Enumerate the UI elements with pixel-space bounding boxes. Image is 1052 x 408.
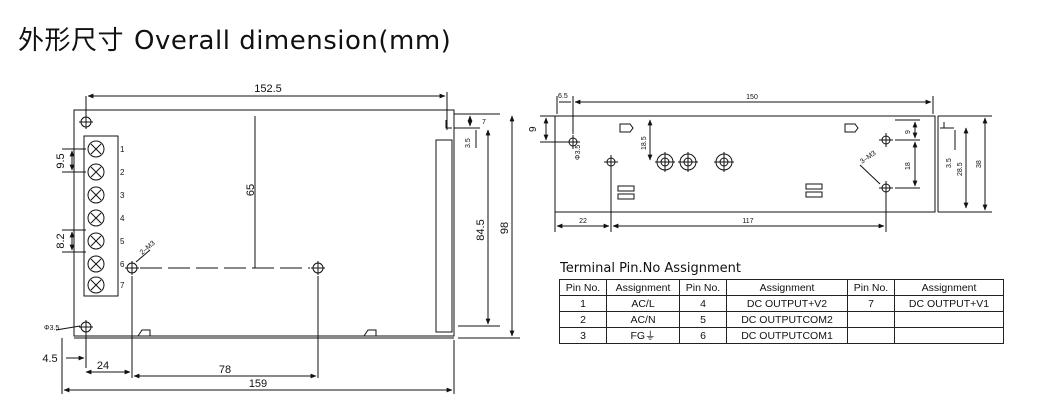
dim-side-v35: 3.5: [946, 158, 953, 168]
dim-pitch-b: 8.2: [55, 233, 67, 248]
table-header: Assignment: [894, 279, 1004, 296]
terminal-number: 6: [120, 260, 125, 269]
bottom-tab: [363, 329, 377, 337]
dim-width-top: 152.5: [254, 83, 282, 95]
table-header-row: Pin No. Assignment Pin No. Assignment Pi…: [559, 279, 1004, 296]
table-cell: DC OUTPUTCOM1: [726, 327, 848, 344]
dim-side-117: 117: [742, 218, 753, 225]
terminal-block: [83, 135, 119, 297]
right-bracket: [435, 139, 453, 333]
table-cell: [894, 311, 1004, 328]
screw-note-label: 2–M3: [139, 240, 157, 257]
dim-side-v285: 28.5: [957, 162, 964, 176]
dim-width-total: 159: [249, 378, 267, 390]
bottom-tab: [137, 329, 151, 337]
dim-depth-inner: 65: [245, 184, 257, 196]
terminal-screw: [87, 232, 105, 250]
page-title: 外形尺寸 Overall dimension(mm): [18, 20, 451, 57]
table-cell: AC/L: [606, 295, 680, 312]
title-english: Overall dimension(mm): [134, 26, 452, 56]
table-cell: 7: [847, 295, 895, 312]
front-outline: [73, 109, 455, 337]
pin-table-caption: Terminal Pin.No Assignment: [560, 261, 741, 276]
terminal-screws: [87, 140, 105, 294]
terminal-number: 5: [120, 237, 125, 246]
terminal-screw: [87, 163, 105, 181]
side-view: [554, 115, 939, 213]
table-cell: AC/N: [606, 311, 680, 328]
terminal-screw: [87, 255, 105, 273]
dim-side-length: 150: [746, 94, 758, 101]
terminal-number: 7: [120, 281, 125, 290]
dim-height-total: 98: [499, 222, 511, 234]
table-cell: DC OUTPUTCOM2: [726, 311, 848, 328]
dim-edge-35: 3.5: [465, 138, 472, 148]
table-header: Pin No.: [679, 279, 727, 296]
right-tab: [445, 120, 452, 129]
terminal-screw: [87, 140, 105, 158]
table-cell: 4: [679, 295, 727, 312]
side-hole-dia: Φ3.5: [575, 145, 582, 160]
terminal-number: 2: [120, 168, 125, 177]
table-header: Assignment: [726, 279, 848, 296]
dim-side-v18: 18: [905, 162, 912, 170]
side-screw-note: 3–M3: [859, 150, 877, 166]
dim-pitch-a: 9.5: [55, 153, 67, 168]
dim-side-offset: 6.5: [558, 93, 568, 100]
table-header: Pin No.: [847, 279, 895, 296]
side-notch: [619, 123, 634, 133]
dim-offset-x: 4.5: [42, 353, 57, 365]
table-cell: 2: [559, 311, 607, 328]
dim-span-78: 78: [219, 364, 231, 376]
terminal-number: 3: [120, 191, 125, 200]
table-row: 2 AC/N 5 DC OUTPUTCOM2: [559, 311, 1004, 328]
table-cell: 1: [559, 295, 607, 312]
side-notch: [844, 123, 859, 133]
dim-edge-7: 7: [482, 119, 486, 126]
side-outline: [554, 115, 936, 213]
terminal-screw: [87, 186, 105, 204]
title-chinese: 外形尺寸: [18, 26, 125, 56]
terminal-number: 4: [120, 214, 125, 223]
table-cell: DC OUTPUT+V2: [726, 295, 848, 312]
terminal-screw: [87, 209, 105, 227]
table-cell: FG⏚: [606, 327, 680, 344]
front-view: [73, 109, 455, 339]
pin-assignment-table: Pin No. Assignment Pin No. Assignment Pi…: [559, 279, 1004, 344]
table-row: 3 FG⏚ 6 DC OUTPUTCOM1: [559, 327, 1004, 344]
table-cell: DC OUTPUT+V1: [894, 295, 1004, 312]
dim-side-edge9: 9: [528, 126, 539, 132]
table-cell: [894, 327, 1004, 344]
terminal-screw: [87, 276, 105, 294]
dim-offset-24: 24: [97, 360, 109, 372]
dim-height-inner: 84.5: [475, 219, 487, 240]
dim-side-185: 18.5: [641, 136, 648, 150]
table-cell: 5: [679, 311, 727, 328]
table-cell: [847, 327, 895, 344]
dim-side-v9: 9: [905, 130, 912, 134]
table-row: 1 AC/L 4 DC OUTPUT+V2 7 DC OUTPUT+V1: [559, 295, 1004, 312]
terminal-number: 1: [120, 145, 125, 154]
table-header: Assignment: [606, 279, 680, 296]
hole-dia-label: Φ3.5: [44, 325, 59, 332]
table-header: Pin No.: [559, 279, 607, 296]
dim-side-v38: 38: [976, 160, 983, 168]
table-cell: 6: [679, 327, 727, 344]
table-cell: 3: [559, 327, 607, 344]
table-cell: [847, 311, 895, 328]
side-holes: [566, 133, 893, 195]
front-mount-holes: [79, 115, 325, 334]
dim-side-22: 22: [579, 218, 587, 225]
